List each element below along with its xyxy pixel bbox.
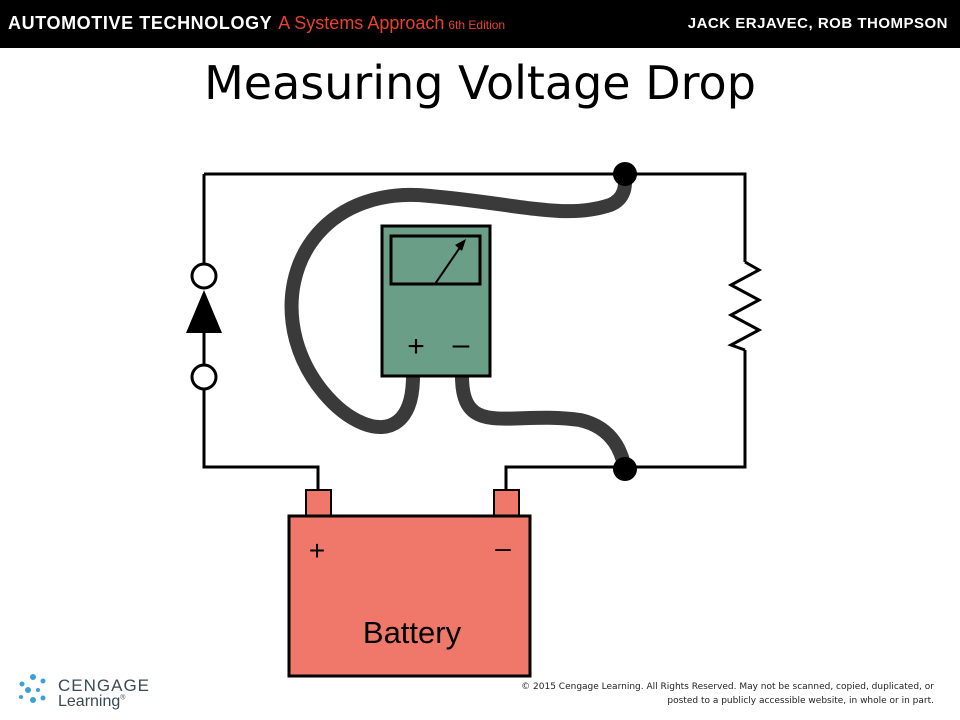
switch-symbol (186, 262, 222, 391)
book-edition: 6th Edition (448, 18, 506, 32)
voltmeter-display (389, 234, 482, 286)
slide-title: Measuring Voltage Drop (204, 56, 756, 110)
switch-terminal-bottom (190, 363, 218, 391)
resistor-symbol (727, 260, 763, 352)
cengage-logo-icon (19, 674, 46, 703)
battery-plus-label: + (309, 535, 325, 566)
battery-terminal-negative (493, 489, 520, 517)
authors: JACK ERJAVEC, ROB THOMPSON (687, 15, 948, 32)
meter-lead-positive (284, 167, 633, 434)
battery-terminal-positive (305, 489, 332, 517)
voltmeter-needle-tip (455, 239, 466, 251)
switch-terminal-top (190, 262, 218, 290)
voltmeter-needle (434, 242, 464, 285)
meter-plus-label: + (407, 330, 425, 363)
cengage-brand-sub: Learning® (58, 693, 125, 711)
battery-label: Battery (363, 615, 462, 650)
cengage-brand-learning: Learning (58, 693, 121, 710)
junction-dot-bottom (613, 457, 637, 481)
voltmeter: + – (380, 224, 492, 378)
copyright-notice: © 2015 Cengage Learning. All Rights Rese… (521, 682, 934, 706)
wire-left-top (202, 172, 747, 265)
junction-dot-top (613, 162, 637, 186)
book-subtitle: A Systems Approach (278, 13, 445, 33)
book-title-text: AUTOMOTIVE TECHNOLOGY (8, 13, 273, 33)
meter-lead-negative (455, 369, 632, 475)
cengage-brand: CENGAGE (58, 676, 151, 695)
cengage-brand-mark: ® (120, 694, 126, 702)
meter-minus-label: – (453, 328, 470, 361)
meter-leads (284, 167, 633, 475)
battery-body (287, 514, 532, 678)
switch-arrow (186, 290, 222, 333)
battery: + – Battery (287, 489, 532, 678)
wire-left-bottom (202, 389, 320, 490)
battery-minus-label: – (495, 532, 511, 563)
